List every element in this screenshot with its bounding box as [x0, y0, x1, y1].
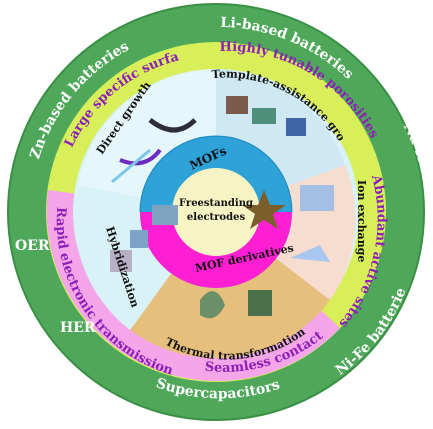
center-line-2: electrodes [187, 212, 246, 223]
outer-her-label: HER [60, 320, 96, 336]
center-disc [172, 168, 260, 256]
illustration-derivative-star [242, 190, 286, 229]
method-ion-exchange-label: Ion exchange [355, 180, 368, 262]
illustration-hybrid [110, 230, 148, 272]
illustration-mof-crystal [152, 205, 178, 225]
outer-oer-label: OER [15, 238, 50, 254]
illustration-thermal [200, 290, 272, 319]
center-line-1: Freestanding [179, 198, 253, 209]
illustration-ion-exchange [290, 185, 334, 262]
illustration-direct-growth [111, 117, 197, 184]
illustration-template [226, 96, 306, 136]
